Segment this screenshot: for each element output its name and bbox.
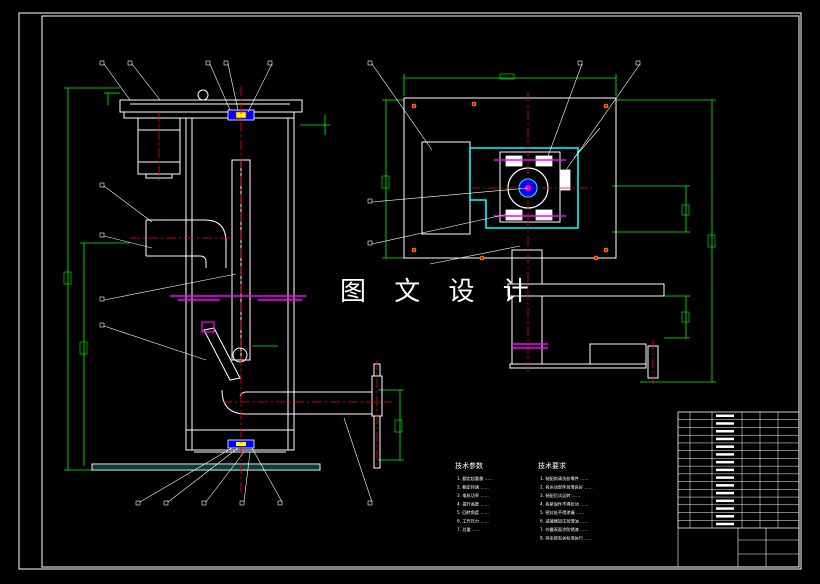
parts-list-cell-mark — [716, 414, 734, 417]
parts-list-cell-mark — [716, 515, 734, 518]
parts-list-cell-mark — [716, 491, 734, 495]
parts-list-cell-mark — [716, 507, 734, 510]
drawing-frame — [18, 12, 802, 570]
technical-notes: 技术参数 1. 额定起重量 …… 2. 额定转速 ……3. 电机功率 …… 4. 提… — [455, 461, 593, 542]
top-leader-lines — [371, 63, 641, 265]
notes-right-lines: 1. 装配前清洗各零件 …… 2. 各运动部件润滑良好 ……3. 装配后试运转 …… — [540, 475, 593, 542]
notes-left-line: 6. 工作压力 …… — [457, 518, 489, 525]
notes-left-line: 3. 电机功率 …… — [457, 492, 489, 499]
front-centerlines — [130, 86, 392, 492]
parts-list-cell-mark — [716, 422, 734, 425]
top-view-dimensions — [382, 74, 716, 383]
output-arm-section — [512, 343, 548, 349]
parts-list-cell-mark — [716, 437, 734, 441]
front-section-lines — [170, 295, 306, 301]
parts-list-cell-mark — [716, 484, 734, 487]
gearbox-gears — [505, 155, 571, 221]
front-view — [63, 60, 404, 506]
notes-left-line: 2. 额定转速 …… — [457, 484, 489, 491]
notes-left-title: 技术参数 — [455, 461, 483, 470]
top-view — [367, 60, 716, 384]
notes-right-line: 2. 各运动部件润滑良好 …… — [540, 484, 593, 491]
top-mounting-plate — [119, 99, 303, 119]
parts-list-cell-mark — [716, 476, 734, 479]
watermark-text: 图 文 设 计 — [340, 277, 539, 307]
notes-left-line: 1. 额定起重量 …… — [457, 475, 493, 482]
output-arm — [507, 249, 665, 379]
parts-list-cell-mark — [716, 429, 734, 433]
parts-list-cell-mark — [716, 468, 734, 472]
notes-left-line: 5. 回转角度 …… — [457, 509, 489, 516]
base-hatch — [92, 465, 320, 469]
plate-bolts — [411, 101, 609, 261]
parts-list-cell-mark — [716, 499, 734, 503]
gearbox-shafts — [494, 159, 566, 217]
parts-list-cell-mark — [716, 460, 734, 464]
notes-left-line: 7. 总重 …… — [457, 526, 480, 532]
top-balloon-marks — [367, 60, 641, 246]
front-view-dimension-ticks — [63, 271, 403, 433]
front-leader-lines — [103, 63, 373, 503]
top-view-dimension-ticks — [381, 73, 716, 323]
notes-right-line: 4. 各紧固件不得松动 …… — [540, 501, 589, 508]
notes-left-lines: 1. 额定起重量 …… 2. 额定转速 ……3. 电机功率 …… 4. 提升高度 …… — [457, 475, 493, 532]
front-view-dimensions — [64, 87, 404, 471]
front-balloon-marks — [99, 60, 373, 506]
base — [91, 429, 321, 471]
feed-pipe — [145, 219, 227, 268]
notes-left-line: 4. 提升高度 …… — [457, 501, 489, 508]
notes-right-line: 8. 其余按有关标准执行 …… — [540, 535, 593, 542]
parts-list-cell-mark — [716, 522, 734, 526]
notes-right-title: 技术要求 — [538, 461, 566, 470]
notes-right-line: 1. 装配前清洗各零件 …… — [540, 475, 589, 482]
notes-right-line: 6. 减速器加注润滑油 …… — [540, 518, 589, 525]
parts-list-cell-mark — [716, 445, 734, 448]
parts-list-cell-mark — [716, 453, 734, 456]
notes-right-line: 5. 密封处不得渗漏 …… — [540, 509, 584, 516]
column-frame — [185, 118, 295, 450]
top-centerlines — [470, 92, 654, 384]
parts-list-rows — [677, 411, 800, 529]
notes-right-line: 7. 外露表面涂防锈漆 …… — [540, 526, 589, 533]
notes-right-line: 3. 装配后试运转 …… — [540, 492, 580, 499]
top-pulley — [197, 89, 209, 101]
linkage-arm-highlight — [201, 321, 215, 333]
